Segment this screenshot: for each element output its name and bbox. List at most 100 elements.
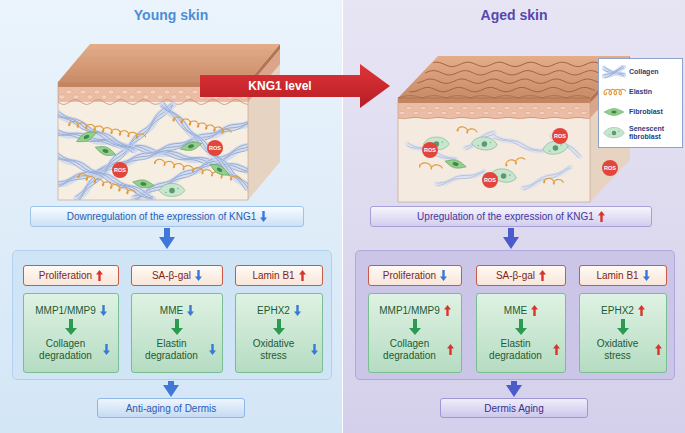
fibroblast <box>444 157 467 170</box>
legend-text: Collagen <box>629 68 659 76</box>
text-row: MME <box>504 305 538 317</box>
dermis-contents <box>58 103 248 200</box>
collagen-fiber <box>524 168 571 190</box>
marker-text: Proliferation <box>383 270 436 281</box>
skin-texture <box>77 59 267 60</box>
level-arrow-shape <box>200 64 390 108</box>
skin-panel: Young skinDownregulation of the expressi… <box>0 0 342 433</box>
epidermal-cell <box>532 106 538 110</box>
mechanism-text: MMP1/MMP9 <box>379 305 440 317</box>
trend-arrow <box>638 305 645 316</box>
block-outline <box>58 82 248 200</box>
skin-texture <box>71 66 261 67</box>
outcome-text: Dermis Aging <box>484 403 543 414</box>
marker-box: SA-β-gal <box>131 265 223 286</box>
marker-text: Proliferation <box>39 270 92 281</box>
legend-text: Elastin <box>629 88 652 96</box>
trend-arrow <box>311 344 318 355</box>
epidermal-cell <box>406 106 412 110</box>
elastin-fiber <box>604 89 626 94</box>
epidermal-cell <box>560 106 566 110</box>
mechanism-text: Collagen degradation <box>33 338 99 361</box>
expression-text: Upregulation of the expression of KNG1 <box>417 211 594 222</box>
collagen-fiber <box>494 135 542 150</box>
trend-arrow <box>598 211 605 222</box>
trend-arrow <box>299 270 306 281</box>
text-row: Collagen degradation <box>33 338 110 361</box>
epidermal-cell <box>420 106 426 110</box>
marker-box: Proliferation <box>368 265 462 286</box>
step-arrow <box>273 319 285 335</box>
trend-arrow <box>447 344 454 355</box>
expression-box: Upregulation of the expression of KNG1 <box>370 206 652 227</box>
epidermal-cell <box>108 90 114 95</box>
epidermal-cell <box>157 95 163 100</box>
panel-title: Young skin <box>134 7 208 23</box>
trend-arrow <box>440 270 447 281</box>
epidermal-cell <box>490 106 496 110</box>
epidermal-cell <box>122 90 128 95</box>
elastin-fiber <box>544 178 564 184</box>
epidermal-cell <box>553 111 559 115</box>
trend-arrow <box>655 344 662 355</box>
epidermal-cell <box>469 111 475 115</box>
mechanism-text: MME <box>504 305 527 317</box>
marker-text: SA-β-gal <box>496 270 535 281</box>
panel-ground <box>343 0 685 433</box>
flow-arrow <box>511 381 517 385</box>
fibroblast <box>132 178 155 190</box>
legend-row: Collagen <box>602 65 679 79</box>
mechanism-box: EPHX2Oxidative stress <box>235 293 323 373</box>
collagen-body <box>58 156 153 199</box>
ros-marker: ROS <box>422 142 438 158</box>
step-arrow <box>515 319 527 335</box>
legend-icon <box>602 105 626 119</box>
epidermal-cell <box>511 111 517 115</box>
text-row: Oxidative stress <box>241 338 318 361</box>
epidermal-cell <box>59 95 65 100</box>
mechanism-box: MMEElastin degradation <box>131 293 223 373</box>
text-row: EPHX2 <box>601 305 645 317</box>
arrow-label: KNG1 level <box>205 75 355 97</box>
legend-text: Fibroblast <box>629 108 663 116</box>
outcome-box: Dermis Aging <box>440 398 588 418</box>
text-row: Collagen degradation <box>377 338 454 361</box>
step-arrow <box>409 319 421 335</box>
epidermal-cell <box>581 111 587 115</box>
skin-texture <box>84 51 274 52</box>
epidermal-cell <box>73 95 79 100</box>
trend-arrow <box>96 270 103 281</box>
dermis-contents <box>407 127 581 190</box>
trend-arrow <box>100 305 107 316</box>
epidermal-cell <box>66 90 72 95</box>
collagen-body <box>436 171 484 184</box>
ros-marker: ROS <box>602 160 618 176</box>
text-row: EPHX2 <box>257 305 301 317</box>
block-outline <box>398 98 590 202</box>
legend-row: Fibroblast <box>602 105 679 119</box>
epidermal-cell <box>80 90 86 95</box>
epidermal-cell <box>164 90 170 95</box>
trend-arrow <box>103 344 110 355</box>
epidermal-cell <box>574 106 580 110</box>
collagen-fiber <box>605 68 624 78</box>
outcome-text: Anti-aging of Dermis <box>126 403 217 414</box>
text-row: Proliferation <box>383 270 447 281</box>
epidermal-cell <box>462 106 468 110</box>
trend-arrow <box>531 305 538 316</box>
epidermal-cell <box>178 90 184 95</box>
trend-arrow <box>209 344 216 355</box>
text-row: MMP1/MMP9 <box>35 305 107 317</box>
expression-text: Downregulation of the expression of KNG1 <box>67 211 257 222</box>
epidermal-cell <box>567 111 573 115</box>
legend-box: CollagenElastinFibroblastSenescent fibro… <box>598 58 683 148</box>
epidermal-cell <box>434 106 440 110</box>
text-row: Anti-aging of Dermis <box>126 403 217 414</box>
step-arrow <box>65 319 77 335</box>
collagen-fiber <box>59 112 136 149</box>
elastin-fiber <box>457 127 477 133</box>
epidermal-cell <box>185 95 191 100</box>
wrinkle <box>425 71 611 75</box>
marker-box: SA-β-gal <box>476 265 566 286</box>
marker-text: SA-β-gal <box>152 270 191 281</box>
